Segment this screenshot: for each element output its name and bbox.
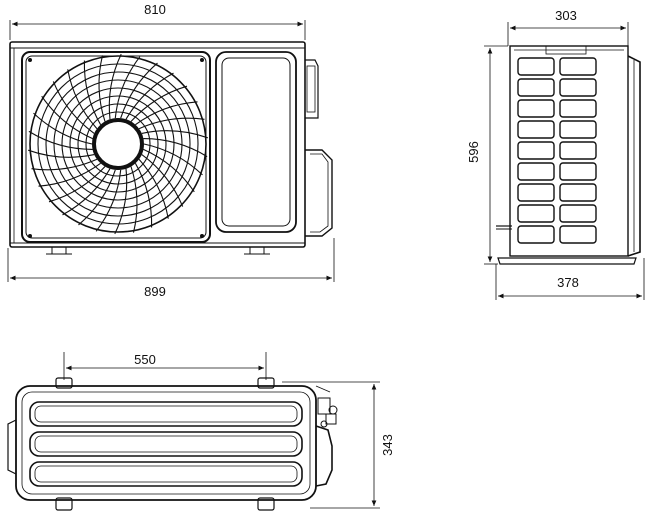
side-fins — [517, 57, 597, 244]
dimension-303: 303 — [507, 8, 629, 46]
front-housing — [9, 41, 306, 248]
dim-label-303: 303 — [555, 8, 577, 23]
top-mount-lugs — [55, 377, 275, 511]
dimension-899: 899 — [7, 238, 335, 299]
dimension-810: 810 — [9, 2, 306, 40]
dim-label-550: 550 — [134, 352, 156, 367]
dimension-596: 596 — [466, 45, 508, 265]
fan-hub — [92, 118, 144, 170]
dim-label-899: 899 — [144, 284, 166, 299]
top-view: 550 — [7, 352, 395, 511]
side-housing — [509, 45, 629, 257]
front-view: 810 — [7, 2, 335, 299]
top-rib-3 — [29, 461, 303, 487]
dim-label-810: 810 — [144, 2, 166, 17]
valve-cover — [305, 59, 333, 237]
fan-spokes — [28, 53, 208, 238]
top-rib-1 — [29, 401, 303, 427]
side-base — [497, 257, 637, 265]
service-panel — [215, 51, 297, 233]
fan-rings — [29, 55, 207, 233]
front-feet — [46, 246, 270, 255]
fan-grille — [21, 51, 211, 243]
dim-label-343: 343 — [380, 434, 395, 456]
side-view: 303 596 378 — [466, 8, 645, 300]
dim-label-596: 596 — [466, 141, 481, 163]
dim-label-378: 378 — [557, 275, 579, 290]
top-valves — [317, 397, 338, 428]
dimension-378: 378 — [495, 258, 645, 300]
top-rib-2 — [29, 431, 303, 457]
dimension-550: 550 — [63, 352, 267, 380]
top-housing — [15, 385, 317, 501]
dimension-343: 343 — [282, 381, 395, 509]
